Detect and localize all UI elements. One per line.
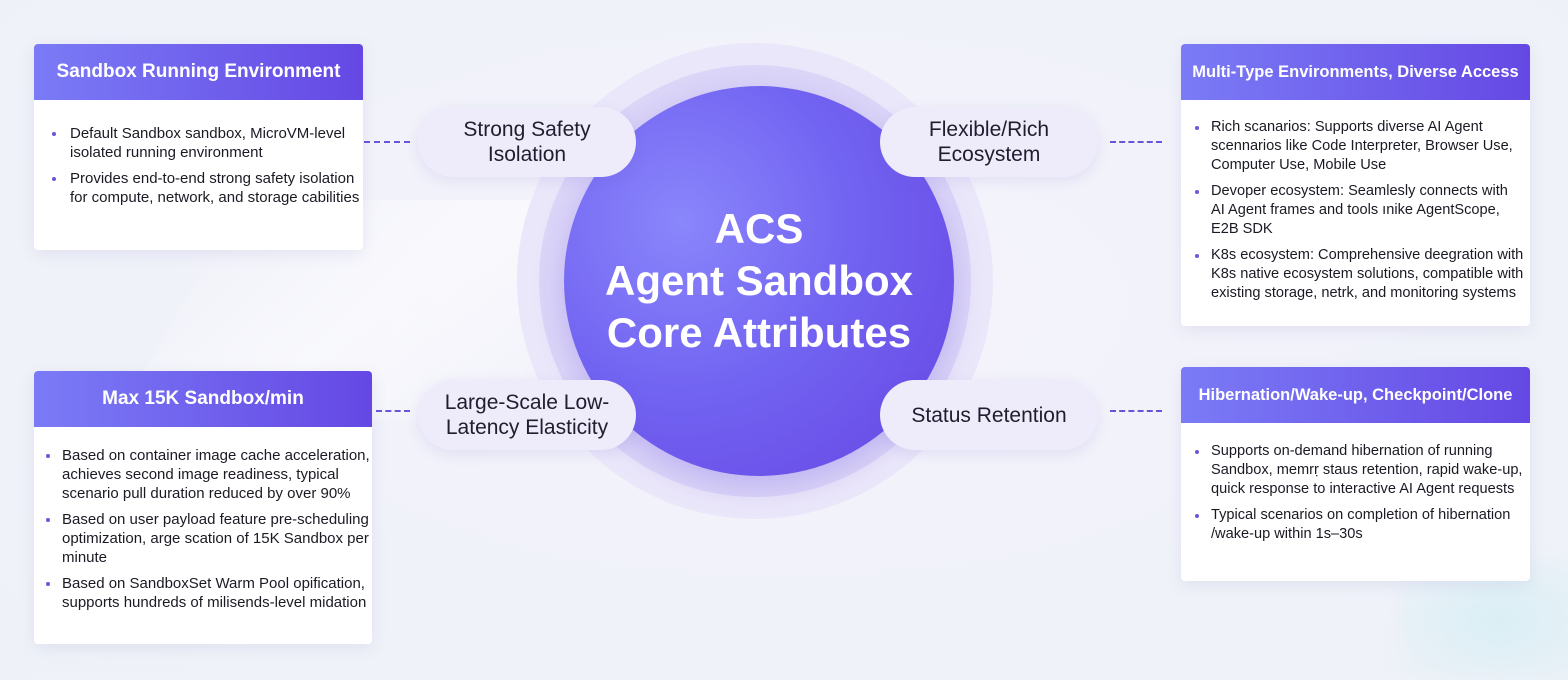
list-item-line: Devoper ecosystem: Seamlesly connects wi… [1211,183,1508,199]
attribute-pill-strong-safety-isolation: Strong Safety Isolation [418,107,636,177]
center-title-line: Agent Sandbox [604,257,913,304]
card-title: Hibernation/Wake-up, Checkpoint/Clone [1181,367,1530,423]
card-bullet-list: Rich scanarios: Supports diverse AI Agen… [1181,100,1530,303]
list-item-line: Rich scanarios: Supports diverse AI Agen… [1211,119,1483,135]
list-item-line: quick response to interactive AI Agent r… [1211,481,1515,497]
list-item-line: Supports on-demand hibernation of runnin… [1211,443,1493,459]
list-item-line: Provides end-to-end strong safety isolat… [70,170,355,187]
card-hibernation-checkpoint: Hibernation/Wake-up, Checkpoint/Clone Su… [1181,367,1530,581]
list-item-line: scenario pull duration reduced by over 9… [62,485,351,502]
card-title: Sandbox Running Environment [34,44,363,100]
list-item-line: existing storage, netrk, and monitoring … [1211,285,1516,301]
list-item: Devoper ecosystem: Seamlesly connects wi… [1181,182,1530,239]
list-item-line: Based on container image cache accelerat… [62,447,370,464]
attribute-pill-status-retention: Status Retention [880,380,1098,450]
card-multi-type-environments: Multi-Type Environments, Diverse Access … [1181,44,1530,326]
list-item-line: Based on SandboxSet Warm Pool opificatio… [62,575,365,592]
list-item: Based on container image cache accelerat… [34,446,372,503]
card-bullet-list: Supports on-demand hibernation of runnin… [1181,423,1530,544]
list-item: Based on SandboxSet Warm Pool opificatio… [34,574,372,612]
list-item-line: K8s native ecosystem solutions, compatib… [1211,266,1524,282]
list-item-line: for compute, network, and storage cabili… [70,189,360,206]
pill-label-line: Large-Scale Low- [444,391,610,414]
list-item: Typical scenarios on completion of hiber… [1181,506,1530,544]
attribute-pill-large-scale-elasticity: Large-Scale Low- Latency Elasticity [418,380,636,450]
card-title: Multi-Type Environments, Diverse Access [1181,44,1530,100]
pill-label-line: Ecosystem [937,143,1041,166]
list-item-line: scennarios like Code Interpreter, Browse… [1211,138,1513,154]
list-item: Based on user payload feature pre-schedu… [34,510,372,567]
pill-label-line: Flexible/Rich [928,118,1050,141]
list-item-line: K8s ecosystem: Comprehensive deegration … [1211,247,1524,263]
list-item-line: AI Agent frames and tools ınike AgentSco… [1211,202,1500,218]
list-item-line: achieves second image readiness, typical [62,466,339,483]
card-bullet-list: Default Sandbox sandbox, MicroVM-level i… [34,100,363,207]
connector-line [376,410,410,412]
list-item: Rich scanarios: Supports diverse AI Agen… [1181,118,1530,175]
pill-label-line: Latency Elasticity [445,416,609,439]
list-item-line: E2B SDK [1211,221,1273,237]
list-item-line: supports hundreds of milisends-level mid… [62,594,367,611]
connector-line [364,141,410,143]
attribute-pill-flexible-rich-ecosystem: Flexible/Rich Ecosystem [880,107,1098,177]
pill-label-line: Status Retention [911,403,1067,427]
list-item-line: isolated running environment [70,144,263,161]
pill-label-line: Strong Safety [463,118,591,141]
list-item: Default Sandbox sandbox, MicroVM-level i… [34,124,363,162]
connector-line [1110,410,1162,412]
list-item-line: Default Sandbox sandbox, MicroVM-level [70,125,346,142]
list-item-line: optimization, arge scation of 15K Sandbo… [62,530,369,547]
list-item: Provides end-to-end strong safety isolat… [34,169,363,207]
list-item-line: Sandbox, memrṛ staus retention, rapid wa… [1211,462,1523,478]
list-item-line: Typical scenarios on completion of hiber… [1211,507,1511,523]
list-item: K8s ecosystem: Comprehensive deegration … [1181,246,1530,303]
center-title-line: ACS [714,205,804,252]
list-item-line: /wake-up within 1s–30s [1211,526,1363,542]
list-item: Supports on-demand hibernation of runnin… [1181,442,1530,499]
card-sandbox-running-environment: Sandbox Running Environment Default Sand… [34,44,363,250]
list-item-line: Based on user payload feature pre-schedu… [62,511,369,528]
list-item-line: Computer Use, Mobile Use [1211,157,1387,173]
card-bullet-list: Based on container image cache accelerat… [34,427,372,612]
center-title-line: Core Attributes [606,309,912,356]
pill-label-line: Isolation [487,143,567,166]
card-max-sandbox-per-min: Max 15K Sandbox/min Based on container i… [34,371,372,644]
card-title: Max 15K Sandbox/min [34,371,372,427]
connector-line [1110,141,1162,143]
list-item-line: minute [62,549,108,566]
